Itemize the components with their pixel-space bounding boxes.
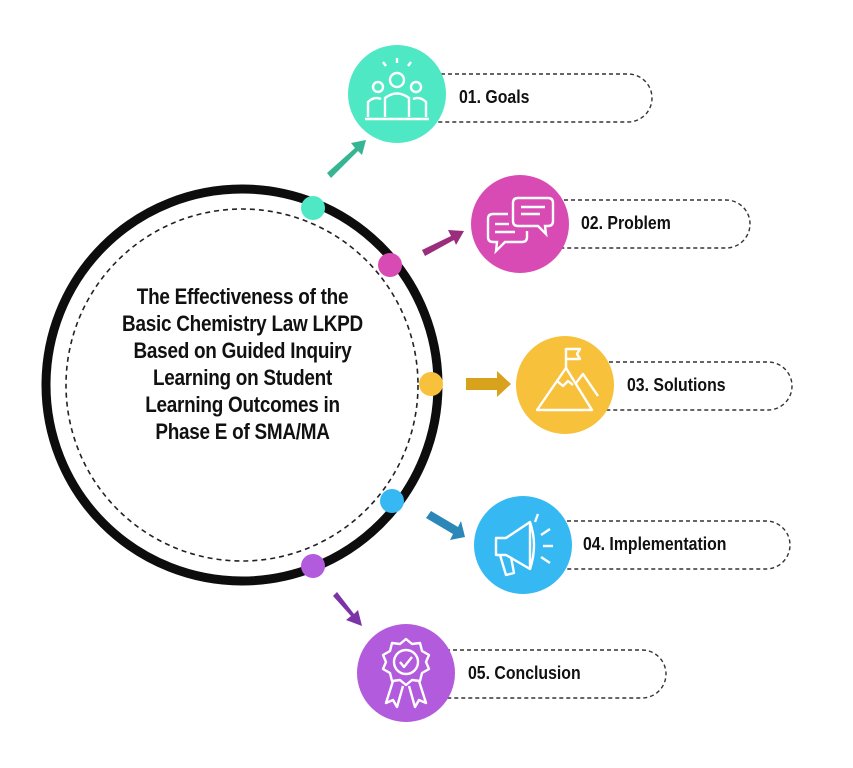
award-badge-icon xyxy=(381,637,431,709)
center-inner-dashed-ring xyxy=(65,208,419,562)
chat-bubbles-icon xyxy=(486,196,555,255)
step-goals xyxy=(301,45,653,220)
step-label-solutions: 03. Solutions xyxy=(627,375,726,395)
step-label-problem: 02. Problem xyxy=(581,213,671,233)
label-pill-solutions xyxy=(560,361,793,411)
step-problem xyxy=(378,175,751,277)
badge-problem xyxy=(471,175,569,273)
connector-dot-goals xyxy=(301,196,325,220)
megaphone-icon xyxy=(494,513,553,577)
step-label-conclusion: 05. Conclusion xyxy=(468,663,581,683)
label-pill-implementation xyxy=(518,520,791,570)
arrow-problem xyxy=(422,230,464,256)
step-label-goals: 01. Goals xyxy=(459,87,530,107)
people-group-icon xyxy=(365,58,429,121)
connector-dot-solutions xyxy=(419,372,443,396)
connector-dot-conclusion xyxy=(301,554,325,578)
arrow-solutions xyxy=(466,371,511,397)
step-implementation xyxy=(380,489,791,594)
arrow-goals xyxy=(327,140,366,178)
mountain-flag-icon xyxy=(535,347,599,412)
connector-dot-implementation xyxy=(380,489,404,513)
connector-dot-problem xyxy=(378,253,402,277)
step-solutions xyxy=(419,336,793,434)
arrow-conclusion xyxy=(333,592,362,626)
step-label-implementation: 04. Implementation xyxy=(583,534,727,554)
badge-implementation xyxy=(474,496,572,594)
arrow-implementation xyxy=(426,511,465,540)
label-pill-conclusion xyxy=(404,649,667,699)
center-title: The Effectiveness of the Basic Chemistry… xyxy=(122,284,363,444)
label-pill-problem xyxy=(515,199,751,249)
step-conclusion xyxy=(301,554,667,722)
label-pill-goals xyxy=(392,73,653,123)
